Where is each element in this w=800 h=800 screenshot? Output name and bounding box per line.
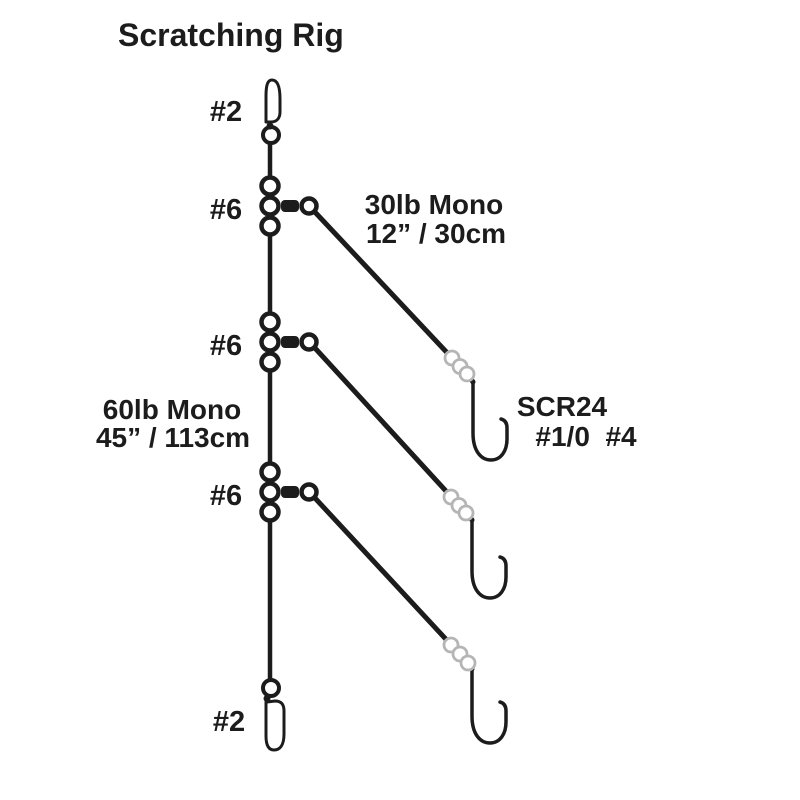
hook-1	[471, 379, 509, 462]
bottom-snap-ring	[261, 678, 281, 698]
branch-line-spec-line1: 30lb Mono	[365, 189, 503, 220]
beads-snood-1	[443, 349, 476, 383]
beads-snood-2	[442, 488, 475, 522]
branch-line-spec-line2: 12” / 30cm	[366, 218, 506, 249]
main-line-spec-line1: 60lb Mono	[103, 394, 241, 425]
swivel-size-label-1: #6	[210, 194, 242, 226]
swivel-eye-middle	[259, 481, 281, 503]
bead-groups	[442, 349, 477, 672]
swivel-barrel-3	[281, 486, 299, 498]
bottom-snap-clip	[264, 699, 286, 752]
swivel-eye-top	[259, 311, 281, 333]
swivel-eye-middle	[259, 195, 281, 217]
swivel-eye-top	[259, 461, 281, 483]
swivel-eye-bottom	[259, 501, 281, 523]
swivel-eye-middle	[259, 331, 281, 353]
swivel-eye-bottom	[259, 215, 281, 237]
swivel-barrel-1	[281, 200, 299, 212]
bead	[459, 654, 477, 672]
swivel-barrel-2	[281, 336, 299, 348]
three-way-swivel-2	[259, 311, 319, 373]
bottom-knot	[263, 695, 271, 702]
swivel-eye-branch	[299, 196, 319, 216]
three-way-swivel-3	[259, 461, 319, 523]
swivel-eye-bottom	[259, 351, 281, 373]
beads-snood-3	[442, 636, 477, 672]
swivel-eye-branch	[299, 482, 319, 502]
hook-spec-line2: #1/0 #4	[535, 421, 637, 452]
top-snap-ring	[261, 125, 281, 145]
top-snap-size-label: #2	[210, 96, 242, 128]
bead	[457, 504, 475, 522]
bead	[458, 365, 476, 383]
rig-solid-parts	[263, 122, 299, 702]
diagram-title: Scratching Rig	[118, 17, 344, 53]
top-knot	[266, 122, 274, 130]
hook-3	[470, 666, 508, 745]
main-line-spec-line2: 45” / 113cm	[96, 422, 250, 453]
diagram-labels: Scratching Rig #2 #6 #6 #6 #2 30lb Mono …	[96, 17, 637, 738]
swivel-size-label-2: #6	[210, 330, 242, 362]
three-way-swivel-1	[259, 175, 319, 237]
hook-spec-line1: SCR24	[517, 391, 608, 422]
swivel-eye-branch	[299, 332, 319, 352]
hook-2	[470, 517, 508, 600]
bottom-snap-size-label: #2	[213, 706, 245, 738]
swivel-size-label-3: #6	[210, 480, 242, 512]
swivel-eye-top	[259, 175, 281, 197]
top-snap-clip	[264, 78, 282, 124]
